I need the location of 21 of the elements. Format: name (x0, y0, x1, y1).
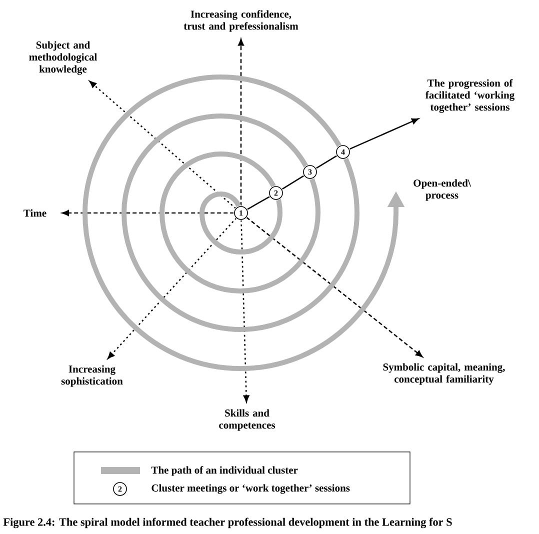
figure-caption: Figure 2.4: The spiral model informed teacher professional development in the Learning for S (3, 518, 452, 528)
connector-line (282, 175, 304, 190)
arrow (238, 38, 244, 206)
axis-label: Symbolic capital, meaning, conceptual familiarity (383, 363, 505, 385)
arrow (89, 80, 236, 209)
axis-label: Time (24, 209, 46, 217)
legend-text: Cluster meetings or ‘work together’ sessions (152, 484, 350, 494)
axis-label: Increasing confidence, trust and prefessionalism (184, 10, 298, 32)
arrow (240, 220, 250, 402)
connector-line (246, 196, 270, 210)
arrow (349, 118, 419, 150)
arrow (246, 216, 423, 358)
arrow (62, 210, 234, 216)
axis-label: Increasing sophistication (61, 365, 123, 387)
axis-label: The progression of facilitated ‘working together’ sessions (425, 79, 515, 113)
connector-line (316, 155, 338, 169)
axis-label: Skills and competences (219, 409, 276, 431)
arrow (108, 218, 237, 359)
legend-text: The path of an individual cluster (151, 466, 298, 476)
axis-label: Subject and methodological knowledge (29, 41, 97, 75)
axis-label: Open-ended\ process (414, 179, 471, 201)
